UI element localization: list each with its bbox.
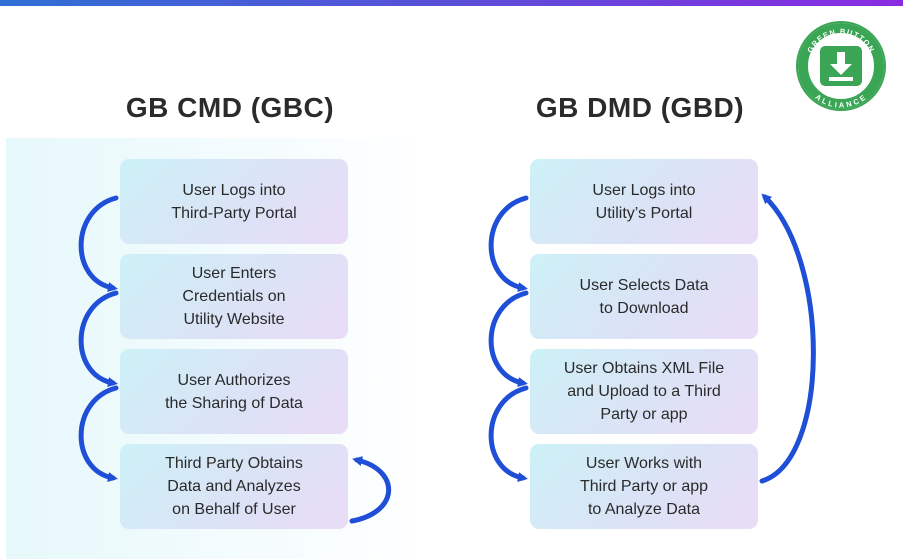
arrow-left-1-2 [78,195,119,292]
left-step-1: User Logs into Third-Party Portal [120,159,348,244]
right-step-3: User Obtains XML File and Upload to a Th… [530,349,758,434]
green-button-alliance-logo: GREEN BUTTON ALLIANCE [796,21,886,111]
right-step-1: User Logs into Utility’s Portal [530,159,758,244]
arrow-right-2-3 [488,290,529,387]
left-step-3: User Authorizes the Sharing of Data [120,349,348,434]
arrow-left-2-3 [78,290,119,387]
right-step-4: User Works with Third Party or app to An… [530,444,758,529]
arrow-left-loop [349,456,392,524]
top-accent-bar [0,0,903,6]
download-icon [829,52,853,81]
right-step-2: User Selects Data to Download [530,254,758,339]
left-step-2: User Enters Credentials on Utility Websi… [120,254,348,339]
heading-gb-cmd: GB CMD (GBC) [125,92,335,123]
arrow-right-return [759,193,816,484]
arrow-left-3-4 [78,385,119,482]
heading-gb-dmd: GB DMD (GBD) [535,92,745,123]
left-step-4: Third Party Obtains Data and Analyzes on… [120,444,348,529]
arrow-right-1-2 [488,195,529,292]
arrow-right-3-4 [488,385,529,482]
